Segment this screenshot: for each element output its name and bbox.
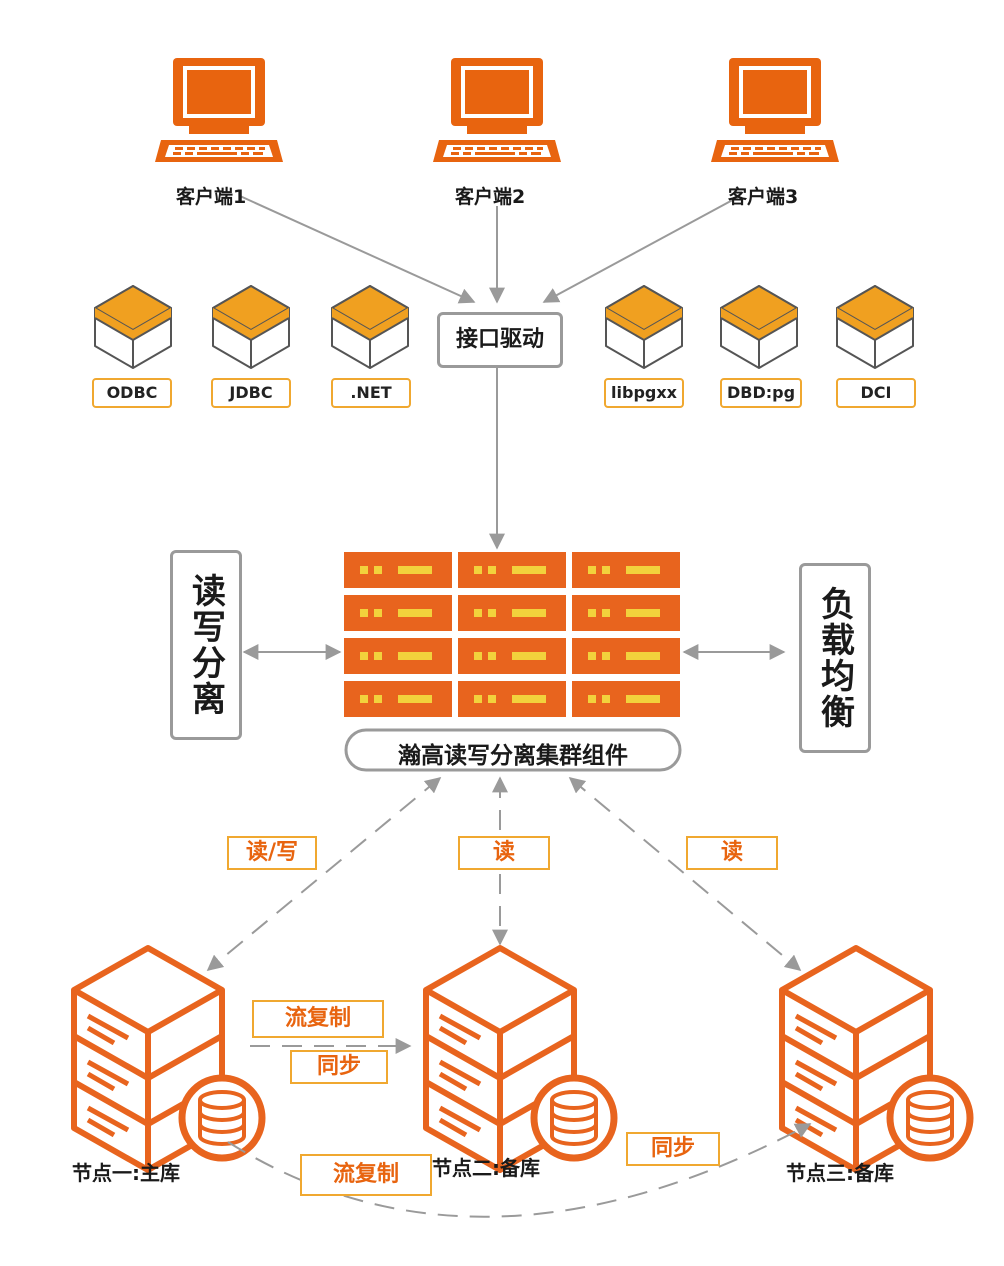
rw-split-box: 读写分离: [170, 550, 242, 740]
driver-cube-icon: [605, 285, 683, 369]
client1-connector: [239, 195, 476, 304]
node-label: 节点一:主库: [72, 1161, 180, 1185]
driver-cube-icon: [836, 285, 914, 369]
client-label: 客户端1: [176, 186, 247, 208]
sync-tag: 同步: [626, 1132, 720, 1166]
sync-tag: 同步: [290, 1050, 388, 1084]
client-label: 客户端2: [455, 186, 526, 208]
driver-cube-icon: [94, 285, 172, 369]
driver-cube-icon: [720, 285, 798, 369]
driver-tag: JDBC: [211, 378, 291, 408]
cluster-label-pill: [344, 728, 682, 772]
cluster-server-rack-icon: [344, 552, 680, 717]
interface-driver-box: 接口驱动: [437, 312, 563, 368]
client-pc-icon: [433, 58, 561, 162]
driver-tag: .NET: [331, 378, 411, 408]
db-server-icon: [74, 948, 262, 1170]
client-pc-icon: [155, 58, 283, 162]
driver-cube-icon: [331, 285, 409, 369]
stream-replication-tag: 流复制: [300, 1154, 432, 1196]
node1-access-tag: 读/写: [227, 836, 317, 870]
client3-connector: [542, 195, 741, 303]
node-label: 节点三:备库: [786, 1161, 894, 1185]
db-server-icon: [426, 948, 614, 1170]
client-pc-icon: [711, 58, 839, 162]
node3-access-connector: [568, 776, 802, 972]
driver-cube-icon: [212, 285, 290, 369]
node-label: 节点二:备库: [432, 1156, 540, 1180]
client-label: 客户端3: [728, 186, 799, 208]
node2-access-tag: 读: [458, 836, 550, 870]
driver-tag: DCI: [836, 378, 916, 408]
interface-driver-label: 接口驱动: [455, 327, 544, 352]
cluster-label: 瀚高读写分离集群组件: [398, 743, 628, 769]
db-server-icon: [782, 948, 970, 1170]
node3-access-tag: 读: [686, 836, 778, 870]
driver-tag: DBD:pg: [720, 378, 802, 408]
driver-tag: libpgxx: [604, 378, 684, 408]
node1-access-connector: [206, 776, 442, 972]
driver-tag: ODBC: [92, 378, 172, 408]
load-balance-box: 负载均衡: [799, 563, 871, 753]
stream-replication-tag: 流复制: [252, 1000, 384, 1038]
